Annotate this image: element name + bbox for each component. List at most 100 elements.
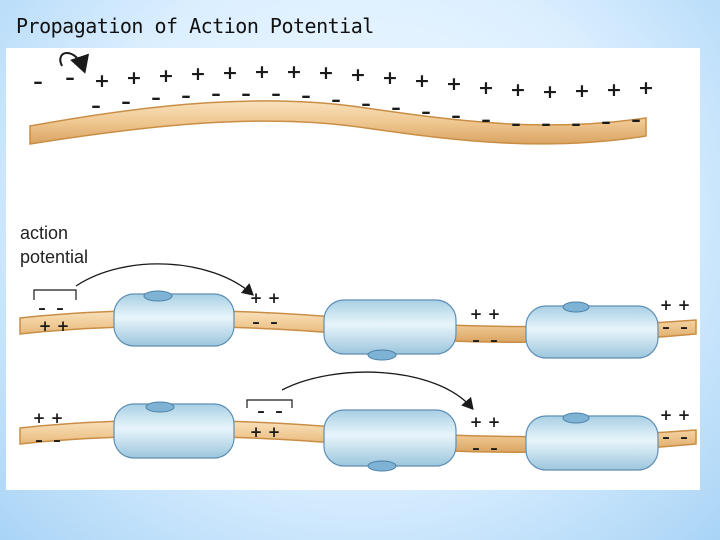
charge-sign: –: [631, 109, 641, 131]
charge-sign: +: [350, 64, 366, 86]
charge-sign: +: [250, 289, 263, 307]
charge-sign: –: [490, 439, 498, 457]
charge-sign: +: [222, 62, 238, 84]
charge-sign: +: [254, 61, 270, 83]
charge-sign: +: [33, 409, 46, 427]
myelinated-axon-lower: ++––––++++––++––: [19, 371, 697, 472]
curved-arrow: [59, 52, 90, 74]
charge-sign: –: [270, 313, 278, 331]
charge-sign: +: [57, 317, 70, 335]
charge-sign: –: [451, 105, 461, 127]
charge-sign: –: [181, 85, 191, 107]
charge-sign: –: [241, 83, 251, 105]
charge-sign: –: [252, 313, 260, 331]
charge-sign: +: [94, 70, 110, 92]
charge-sign: –: [151, 87, 161, 109]
charge-sign: +: [318, 62, 334, 84]
charge-sign: +: [470, 305, 483, 323]
charge-sign: –: [33, 71, 43, 93]
myelin-sheath: [323, 409, 457, 472]
charge-sign: –: [481, 109, 491, 131]
charge-sign: +: [250, 423, 263, 441]
charge-sign: –: [490, 331, 498, 349]
charge-sign: –: [541, 113, 551, 135]
myelin-sheath: [113, 290, 235, 347]
propagation-arrow: [75, 263, 254, 296]
charge-sign: +: [51, 409, 64, 427]
axon-tube: [29, 100, 647, 145]
myelin-sheath: [113, 401, 235, 459]
slide-title: Propagation of Action Potential: [16, 14, 374, 38]
charge-sign: +: [286, 61, 302, 83]
charge-sign: –: [361, 93, 371, 115]
charge-sign: +: [382, 67, 398, 89]
charge-sign: +: [606, 79, 622, 101]
schwann-nucleus: [367, 460, 397, 472]
charge-sign: –: [275, 402, 283, 420]
charge-sign: –: [121, 91, 131, 113]
charge-sign: +: [542, 81, 558, 103]
charge-sign: –: [472, 439, 480, 457]
lower-membrane-signs: ++––––++++––++––: [33, 402, 691, 457]
charge-sign: +: [678, 296, 691, 314]
charge-sign: +: [660, 296, 673, 314]
ap-bracket: [33, 289, 77, 300]
charge-sign: +: [158, 65, 174, 87]
charge-sign: –: [511, 113, 521, 135]
charge-sign: +: [488, 413, 501, 431]
charge-sign: +: [574, 80, 590, 102]
charge-sign: +: [478, 77, 494, 99]
membrane-signs-outer: ––++++++++++++++++++: [33, 61, 654, 103]
charge-sign: –: [301, 85, 311, 107]
myelin-sheath: [525, 301, 659, 359]
charge-sign: –: [271, 83, 281, 105]
action-potential-diagram: ––++++++++++++++++++ –––––––––––––––––––…: [19, 52, 697, 472]
charge-sign: –: [662, 428, 670, 446]
charge-sign: –: [472, 331, 480, 349]
charge-sign: –: [571, 113, 581, 135]
charge-sign: –: [391, 97, 401, 119]
ap-bracket: [246, 399, 293, 408]
schwann-nucleus: [143, 290, 173, 302]
charge-sign: +: [678, 406, 691, 424]
propagation-arrow: [281, 371, 474, 410]
charge-sign: –: [211, 83, 221, 105]
schwann-nucleus: [145, 401, 175, 413]
charge-sign: –: [662, 318, 670, 336]
charge-sign: +: [268, 423, 281, 441]
schwann-nucleus: [562, 412, 590, 424]
charge-sign: +: [268, 289, 281, 307]
charge-sign: –: [53, 431, 61, 449]
charge-sign: +: [446, 73, 462, 95]
myelinated-axon-upper: action potential ––++++––++––++––: [19, 223, 697, 361]
myelin-sheath: [323, 299, 457, 361]
charge-sign: –: [257, 402, 265, 420]
charge-sign: –: [680, 428, 688, 446]
charge-sign: –: [35, 431, 43, 449]
action-potential-label: action potential: [20, 223, 88, 267]
charge-sign: +: [488, 305, 501, 323]
charge-sign: –: [331, 89, 341, 111]
myelin-sheath: [525, 412, 659, 471]
diagram-panel: ––++++++++++++++++++ –––––––––––––––––––…: [6, 48, 700, 490]
charge-sign: +: [510, 79, 526, 101]
charge-sign: +: [190, 63, 206, 85]
charge-sign: –: [56, 299, 64, 317]
membrane-signs-inner: –––––––––––––––––––: [91, 83, 641, 135]
upper-membrane-signs: ––++++––++––++––: [38, 289, 690, 349]
charge-sign: –: [421, 101, 431, 123]
charge-sign: +: [39, 317, 52, 335]
charge-sign: –: [38, 299, 46, 317]
charge-sign: –: [601, 111, 611, 133]
charge-sign: +: [638, 77, 654, 99]
charge-sign: –: [65, 67, 75, 89]
charge-sign: +: [470, 413, 483, 431]
charge-sign: +: [660, 406, 673, 424]
unmyelinated-axon: ––++++++++++++++++++ –––––––––––––––––––: [29, 52, 654, 145]
schwann-nucleus: [562, 301, 590, 313]
charge-sign: –: [91, 95, 101, 117]
schwann-nucleus: [367, 349, 397, 361]
charge-sign: +: [126, 67, 142, 89]
charge-sign: –: [680, 318, 688, 336]
charge-sign: +: [414, 70, 430, 92]
